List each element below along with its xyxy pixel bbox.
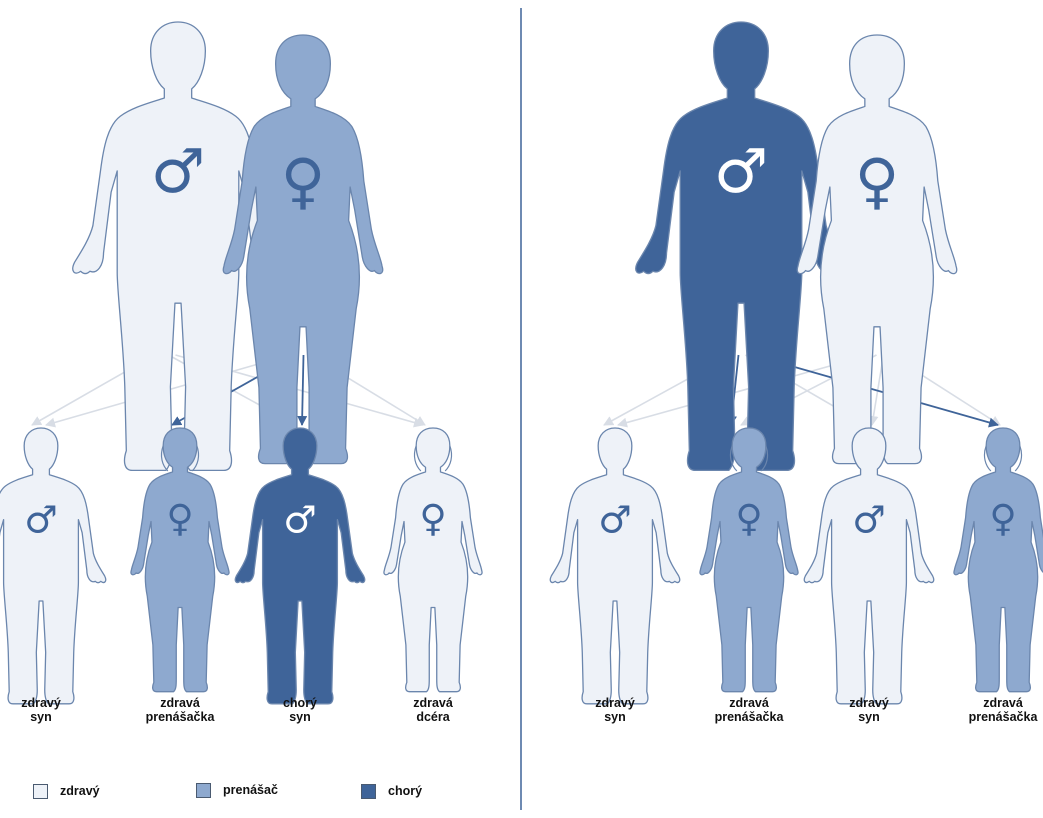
- female-symbol-icon: ♀: [281, 147, 326, 217]
- female-symbol-icon: ♀: [989, 496, 1016, 540]
- caption-line: zdravý: [804, 696, 934, 710]
- female-symbol-icon: ♀: [166, 496, 193, 540]
- caption-line: zdravá: [368, 696, 498, 710]
- male-symbol-icon: ♂: [598, 498, 632, 542]
- caption-line: zdravá: [684, 696, 814, 710]
- body-silhouette: [954, 428, 1043, 692]
- legend-label-healthy: zdravý: [60, 784, 100, 798]
- child-4-panel1: ♀: [384, 428, 482, 692]
- caption-line: dcéra: [368, 710, 498, 724]
- caption-line: prenášačka: [115, 710, 245, 724]
- legend-swatch-healthy: [33, 784, 48, 799]
- legend-swatch-sick: [361, 784, 376, 799]
- female-symbol-icon: ♀: [735, 496, 762, 540]
- male-symbol-icon: ♂: [151, 137, 206, 207]
- male-symbol-icon: ♂: [24, 498, 58, 542]
- caption-line: zdravý: [550, 696, 680, 710]
- body-silhouette: [804, 428, 933, 704]
- caption-line: syn: [804, 710, 934, 724]
- male-symbol-icon: ♂: [714, 137, 769, 207]
- caption-line: zdravý: [0, 696, 106, 710]
- caption-line: chorý: [235, 696, 365, 710]
- child-3-panel1: ♂: [235, 428, 364, 704]
- body-silhouette: [550, 428, 679, 704]
- female-symbol-icon: ♀: [855, 147, 900, 217]
- male-symbol-icon: ♂: [283, 498, 317, 542]
- legend-label-sick: chorý: [388, 784, 422, 798]
- caption-line: syn: [550, 710, 680, 724]
- legend-item-sick: chorý: [361, 781, 422, 801]
- caption-line: syn: [0, 710, 106, 724]
- child-3-panel2: ♂: [804, 428, 933, 704]
- body-silhouette: [235, 428, 364, 704]
- legend-swatch-carrier: [196, 783, 211, 798]
- legend-label-carrier: prenášač: [223, 783, 278, 797]
- body-silhouette: [384, 428, 482, 692]
- male-symbol-icon: ♂: [852, 498, 886, 542]
- caption-line: prenášačka: [684, 710, 814, 724]
- body-silhouette: [0, 428, 106, 704]
- legend-item-carrier: prenášač: [196, 780, 278, 800]
- child-1-panel1: ♂: [0, 428, 106, 704]
- female-symbol-icon: ♀: [419, 496, 446, 540]
- arrow-p1-mother-child3: [302, 355, 304, 425]
- caption-line: syn: [235, 710, 365, 724]
- child-1-panel2: ♂: [550, 428, 679, 704]
- caption-line: zdravá: [115, 696, 245, 710]
- caption-line: prenášačka: [938, 710, 1043, 724]
- legend-item-healthy: zdravý: [33, 781, 100, 801]
- caption-line: zdravá: [938, 696, 1043, 710]
- child-4-panel2: ♀: [954, 428, 1043, 692]
